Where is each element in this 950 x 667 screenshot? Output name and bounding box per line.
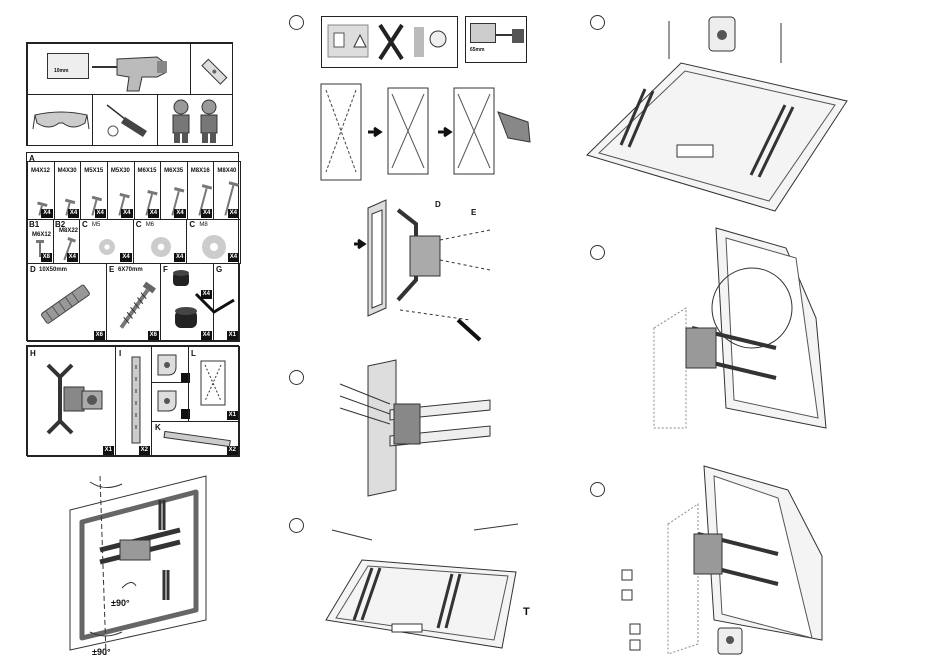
a-qty: X4 bbox=[148, 209, 159, 218]
bracket-cell-bottom bbox=[151, 382, 189, 422]
tv-back-brackets bbox=[585, 15, 850, 215]
a-size: M6X15 bbox=[138, 168, 157, 174]
final-assembly bbox=[618, 464, 838, 659]
screwdriver-icon bbox=[99, 101, 155, 141]
bracket-bottom-icon bbox=[156, 389, 180, 413]
a-qty: X4 bbox=[95, 209, 106, 218]
k-cell: K X2 bbox=[151, 421, 240, 457]
a-size: M4X30 bbox=[58, 168, 77, 174]
no-drill-icon bbox=[376, 21, 406, 63]
drill-icon bbox=[87, 49, 187, 93]
wall-anchor-icon bbox=[36, 280, 96, 330]
c-qty: X4 bbox=[174, 253, 185, 262]
a-qty: X4 bbox=[68, 209, 79, 218]
g-cell: G X1 bbox=[213, 263, 240, 342]
c-cell: C M5X4 bbox=[79, 219, 134, 264]
washer-icon bbox=[199, 232, 229, 262]
e-cell: E 6X70mm X6 bbox=[106, 263, 161, 342]
drill-gauge bbox=[47, 53, 89, 79]
spacer-small-icon bbox=[171, 268, 191, 290]
a-qty: X4 bbox=[121, 209, 132, 218]
template-icon bbox=[199, 359, 227, 407]
bracket-cell-top bbox=[151, 346, 189, 383]
hang-tv-diagram bbox=[646, 228, 846, 428]
rail-icon bbox=[130, 357, 142, 443]
a-size: M8X40 bbox=[217, 168, 236, 174]
stud-icon bbox=[412, 23, 452, 61]
c-size: M5 bbox=[92, 222, 100, 228]
c-letter: C bbox=[189, 220, 195, 229]
rotation-diagram bbox=[60, 470, 220, 660]
b1-cell: B1 M6X12 X8 bbox=[27, 219, 54, 264]
step-circle-3 bbox=[289, 518, 304, 533]
a-qty: X4 bbox=[228, 209, 239, 218]
depth-drill-icon bbox=[496, 27, 526, 47]
washer-icon bbox=[146, 232, 176, 262]
allen-key-icon bbox=[194, 286, 240, 316]
d-cell: D 10X50mm X6 bbox=[27, 263, 107, 342]
bar-icon bbox=[164, 432, 230, 448]
mount-wall-arm bbox=[350, 200, 500, 350]
a-qty: X4 bbox=[174, 209, 185, 218]
wall-check-panel bbox=[321, 16, 458, 68]
rotation-label-bottom: ±90° bbox=[92, 647, 111, 657]
step-circle-2 bbox=[289, 370, 304, 385]
c-letter: C bbox=[136, 220, 142, 229]
i-cell: I X2 bbox=[115, 346, 152, 457]
c-letter: C bbox=[82, 220, 88, 229]
a-size: M6X35 bbox=[164, 168, 183, 174]
a-size: M4X12 bbox=[31, 168, 50, 174]
workers-icon bbox=[167, 97, 227, 145]
depth-gauge bbox=[470, 23, 496, 43]
a-size: M5X30 bbox=[111, 168, 130, 174]
level-icon bbox=[199, 57, 229, 87]
a-size: M8X16 bbox=[191, 168, 210, 174]
l-cell: L X1 bbox=[188, 346, 240, 422]
step-circle-1 bbox=[289, 15, 304, 30]
drill-depth-label: 65mm bbox=[470, 47, 484, 53]
c-qty: X4 bbox=[228, 253, 239, 262]
h-cell: H X1 bbox=[27, 346, 116, 457]
outlet-warning-icon bbox=[328, 25, 368, 57]
step-circle-6 bbox=[590, 482, 605, 497]
safety-glasses-icon bbox=[33, 107, 89, 137]
a-size: M5X15 bbox=[84, 168, 103, 174]
c-size: M6 bbox=[146, 222, 154, 228]
rotation-label-mid: ±90° bbox=[111, 598, 130, 608]
tv-back-rails bbox=[322, 520, 532, 660]
c-qty: X4 bbox=[120, 253, 131, 262]
drill-depth-panel: 65mm bbox=[465, 16, 527, 63]
a-qty: X4 bbox=[201, 209, 212, 218]
washer-icon bbox=[92, 232, 122, 262]
a-qty: X4 bbox=[41, 209, 52, 218]
mount-arm-icon bbox=[38, 359, 110, 439]
step-circle-5 bbox=[590, 245, 605, 260]
tools-panel: 10mm bbox=[26, 42, 233, 146]
parts-panel: H X1 I X2 L X1 K X2 bbox=[26, 345, 239, 456]
bracket-top-icon bbox=[156, 353, 180, 377]
template-steps bbox=[318, 82, 538, 182]
lag-bolt-icon bbox=[115, 278, 155, 338]
b2-cell: B2 M8X22 X4 bbox=[53, 219, 80, 264]
mount-rails-attached bbox=[330, 360, 500, 500]
drill-measure: 10mm bbox=[54, 68, 68, 74]
c-size: M8 bbox=[199, 222, 207, 228]
